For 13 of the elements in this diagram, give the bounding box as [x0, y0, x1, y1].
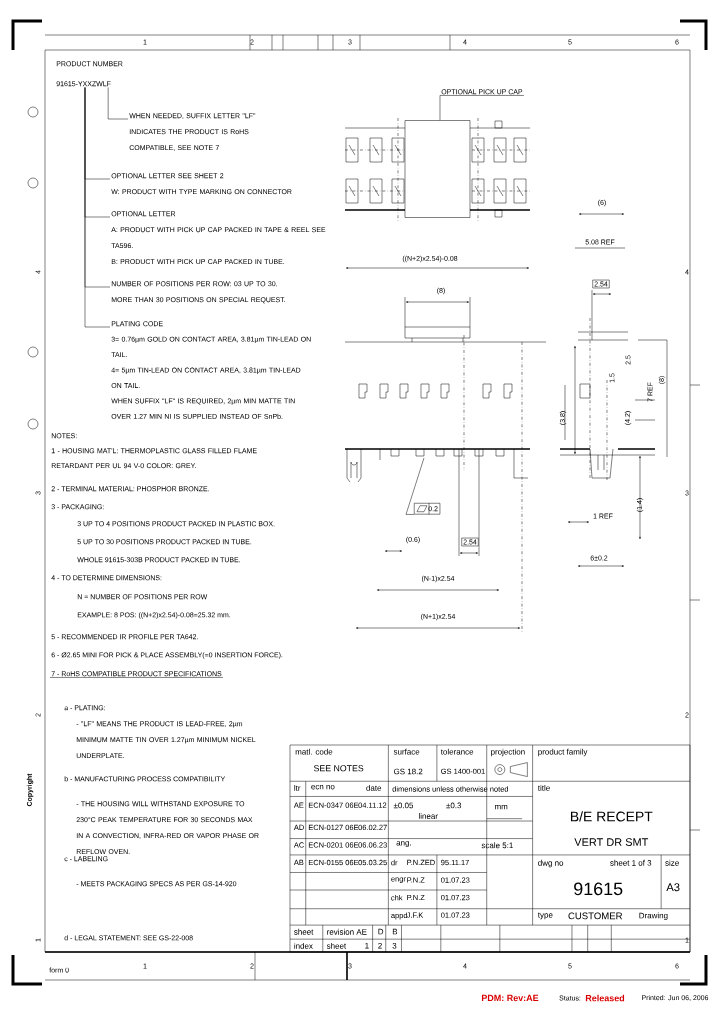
pick-up-cap-outline: [404, 120, 471, 218]
status-text: Released: [585, 994, 625, 1002]
leader-line: [107, 87, 129, 120]
title-block-text: A3: [666, 883, 680, 892]
leader-line: [405, 457, 425, 515]
drawing-title: VERT DR SMT: [574, 838, 649, 846]
drawing-number: 91615: [574, 882, 623, 896]
leader-line: [439, 95, 525, 121]
leader-line: [84, 87, 111, 328]
status-text: PDM: Rev:AE: [481, 994, 539, 1002]
title-block-text: CUSTOMER: [568, 912, 623, 920]
title-block-text: SEE NOTES: [313, 765, 364, 772]
drawing-title: B/E RECEPT: [571, 811, 653, 822]
